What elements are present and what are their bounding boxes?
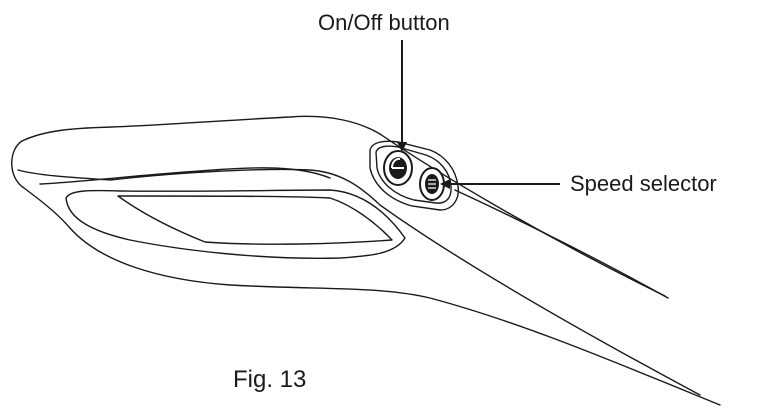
speed-selector-label: Speed selector [570,171,717,196]
shaft-top-line [454,189,669,299]
handle-outline-top [21,115,666,297]
grip-recess-outer [65,189,406,259]
on-off-button-icon[interactable] [383,150,413,186]
handle-lower-edge [69,227,721,406]
handle-side-edge [17,168,701,396]
speed-selector-button-icon[interactable] [419,167,445,201]
handle-inner-rim [39,167,331,185]
handle-left-end [11,140,71,229]
control-pod [369,140,459,211]
figure-caption: Fig. 13 [233,366,307,393]
on-off-label: On/Off button [318,10,450,35]
grip-recess-inner [117,195,393,245]
